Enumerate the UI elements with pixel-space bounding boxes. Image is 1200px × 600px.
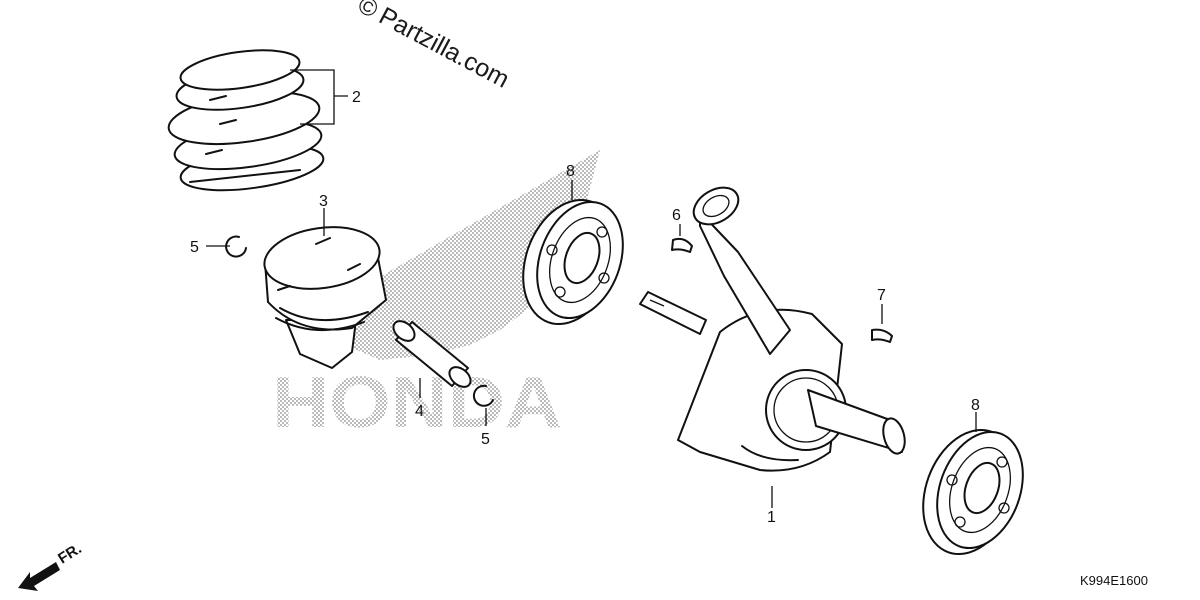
piston — [263, 226, 387, 369]
direction-label: FR. — [55, 540, 85, 567]
pin-clip-left — [225, 235, 247, 258]
callout-woodruff-key-right: 7 — [877, 287, 886, 304]
front-direction-indicator: FR. — [18, 540, 85, 591]
woodruff-key-left — [671, 237, 693, 253]
piston-ring-set — [167, 49, 325, 192]
piston-pin — [392, 320, 472, 388]
callout-piston-ring-set: 2 — [352, 89, 361, 106]
diagram-code: K994E1600 — [1080, 573, 1148, 588]
bearing-upper — [522, 199, 624, 325]
callout-pin-clip-right: 5 — [481, 431, 490, 448]
callout-pin-clip-left: 5 — [190, 239, 199, 256]
woodruff-key-right — [871, 328, 893, 343]
bearing-lower — [922, 429, 1024, 555]
arrow-left-icon — [18, 562, 60, 591]
callout-crankshaft: 1 — [767, 509, 776, 526]
watermark: © Partzilla.com — [353, 0, 514, 94]
callout-piston: 3 — [319, 193, 328, 210]
callout-woodruff-key-left: 6 — [672, 207, 681, 224]
brand-text: HONDA — [272, 363, 562, 443]
callout-bearing-lower: 8 — [971, 397, 980, 414]
pin-clip-right — [472, 384, 494, 407]
leader-lines — [206, 69, 977, 508]
watermark-text: Partzilla.com — [374, 2, 513, 94]
crankshaft — [639, 186, 906, 472]
callout-bearing-upper: 8 — [566, 163, 575, 180]
brand-background: HONDA — [272, 150, 600, 443]
callout-piston-pin: 4 — [415, 403, 424, 420]
brand-wing-shape — [340, 150, 600, 360]
